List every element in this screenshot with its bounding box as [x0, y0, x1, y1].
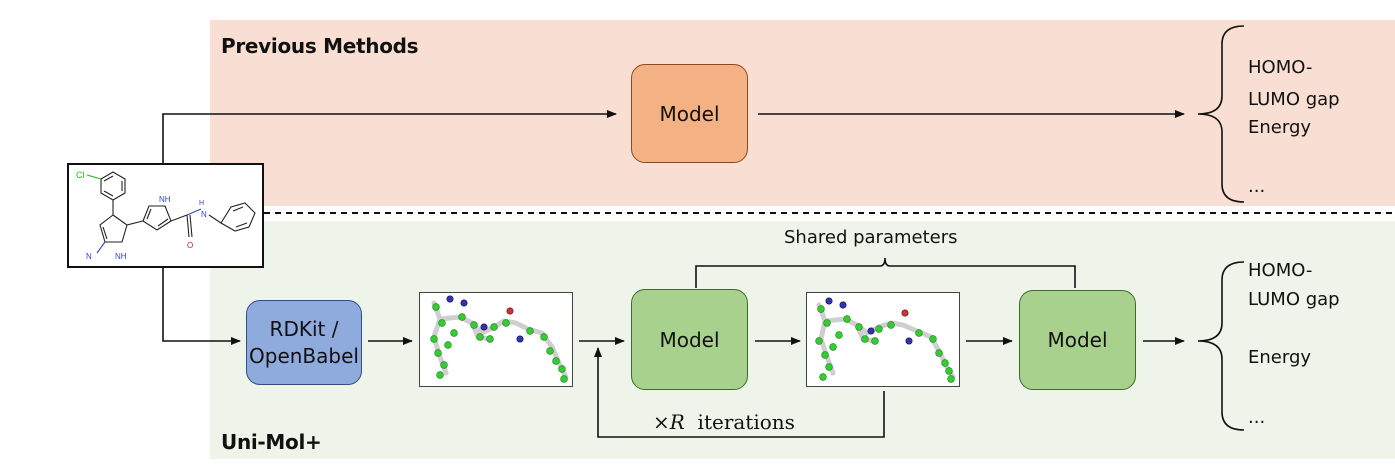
atom-cl: Cl	[76, 170, 85, 180]
rdkit-label: RDKit /	[269, 316, 339, 341]
rdkit-openbabel-box: RDKit / OpenBabel	[246, 300, 362, 385]
iterations-variable: R	[669, 410, 685, 434]
unimol-model-label-2: Model	[1047, 328, 1108, 352]
previous-model-box: Model	[631, 64, 748, 163]
top-output-homo: HOMO-	[1248, 57, 1313, 78]
top-output-energy: Energy	[1248, 117, 1312, 138]
atom-n-amide: N	[201, 210, 207, 219]
conformer-2-atoms	[815, 305, 955, 383]
top-output-ellipsis: ...	[1248, 176, 1266, 197]
atom-h-amide: H	[199, 200, 204, 207]
conformer-3d-initial	[419, 292, 573, 387]
molecule-2d-structure: Cl NH N NH O H N	[67, 163, 264, 268]
atom-nh-pyrrole: NH	[159, 195, 171, 204]
iterations-times: ×	[653, 410, 670, 434]
top-output-lumo-gap: LUMO gap	[1248, 89, 1340, 110]
shared-parameters-label: Shared parameters	[784, 227, 958, 248]
uni-mol-plus-title: Uni-Mol+	[221, 430, 322, 454]
conformer-3d-drawing-2	[815, 297, 956, 383]
conformer-1-atoms	[430, 303, 568, 383]
molecule-2d-drawing: Cl NH N NH O H N	[76, 170, 256, 261]
atom-o: O	[187, 241, 193, 250]
bottom-output-lumo-gap: LUMO gap	[1248, 289, 1340, 310]
bottom-output-brace	[1197, 261, 1245, 431]
unimol-model-label-1: Model	[659, 327, 720, 352]
arrow-to-rdkit	[162, 268, 241, 345]
bottom-output-ellipsis: ...	[1248, 407, 1266, 428]
top-output-brace	[1197, 25, 1245, 203]
arrow-to-previous-model	[162, 110, 617, 163]
openbabel-label: OpenBabel	[249, 343, 359, 368]
previous-model-label: Model	[659, 101, 720, 126]
iterations-word: iterations	[697, 410, 795, 434]
unimol-model-box-2: Model	[1019, 290, 1136, 390]
atom-nh-pyrazole: NH	[115, 252, 127, 261]
conformer-3d-updated	[806, 292, 960, 387]
iterations-label: ×R iterations	[653, 410, 795, 434]
iteration-loop-arrow	[594, 347, 885, 438]
atom-n-pyrazole: N	[86, 252, 92, 261]
previous-methods-title: Previous Methods	[221, 34, 419, 58]
previous-methods-band	[210, 20, 1395, 206]
shared-parameters-bracket	[695, 257, 1076, 288]
conformer-3d-drawing-1	[430, 295, 569, 383]
unimol-model-box-1: Model	[631, 289, 748, 390]
bottom-output-homo: HOMO-	[1248, 260, 1313, 281]
bottom-output-energy: Energy	[1248, 347, 1312, 368]
